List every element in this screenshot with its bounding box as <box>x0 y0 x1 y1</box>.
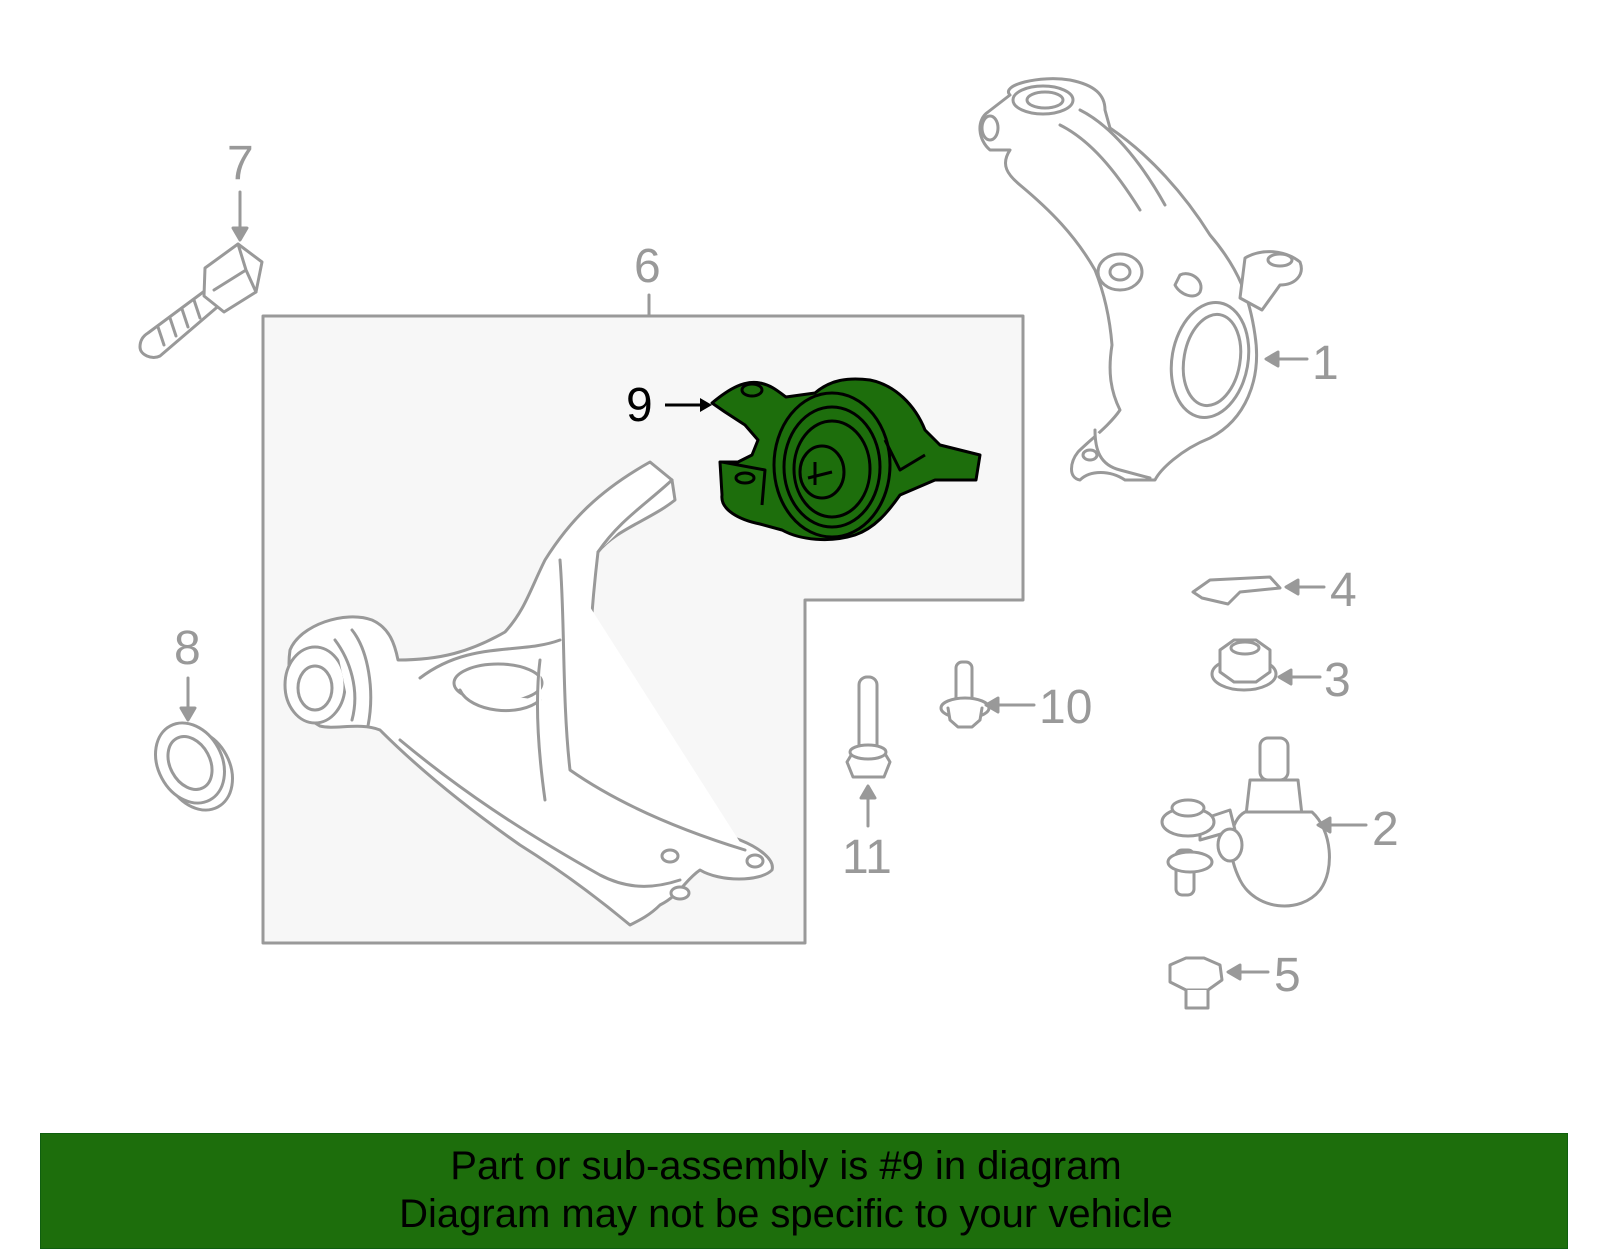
bolt-part-7 <box>138 242 264 359</box>
ball-joint-part-2 <box>1160 736 1331 908</box>
callout-10: 10 <box>1039 681 1093 734</box>
nut-part-5 <box>1168 956 1224 1010</box>
callout-11-arrowhead <box>859 784 877 800</box>
callout-4-arrowhead <box>1284 578 1300 596</box>
info-banner: Part or sub-assembly is #9 in diagram Di… <box>40 1133 1568 1249</box>
callout-11: 11 <box>842 831 892 884</box>
callout-3-arrowhead <box>1277 668 1293 686</box>
callout-10-arrowhead <box>984 696 1000 714</box>
callout-1: 1 <box>1312 337 1339 390</box>
lower-control-arm-part-6 <box>283 460 774 927</box>
callout-2: 2 <box>1372 803 1399 856</box>
callout-7: 7 <box>227 137 254 190</box>
steering-knuckle-part-1 <box>978 77 1303 482</box>
callout-9-arrowhead <box>700 398 712 412</box>
callout-5-arrowhead <box>1226 963 1242 981</box>
callout-5: 5 <box>1274 949 1301 1002</box>
callout-8: 8 <box>174 622 201 675</box>
bolt-part-11 <box>845 675 892 779</box>
callout-1-arrowhead <box>1264 350 1280 368</box>
bolt-part-10 <box>939 660 991 729</box>
ring-part-8 <box>154 721 234 812</box>
callout-3: 3 <box>1324 654 1351 707</box>
nut-part-3 <box>1210 638 1278 692</box>
parts-diagram <box>138 77 1368 1010</box>
callout-8-arrowhead <box>179 706 197 722</box>
callout-7-arrowhead <box>231 226 249 242</box>
clip-part-4 <box>1191 575 1282 606</box>
callout-6: 6 <box>634 240 661 293</box>
banner-line-1: Part or sub-assembly is #9 in diagram <box>450 1144 1122 1188</box>
callout-2-arrowhead <box>1316 816 1332 834</box>
bushing-part-9-highlighted[interactable] <box>710 377 982 541</box>
banner-line-2: Diagram may not be specific to your vehi… <box>399 1192 1173 1236</box>
callout-4: 4 <box>1330 564 1357 617</box>
callout-9: 9 <box>626 379 653 432</box>
